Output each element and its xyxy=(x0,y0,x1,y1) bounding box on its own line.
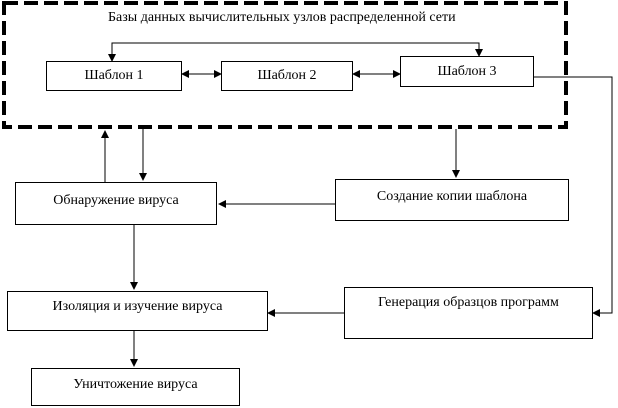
template-3: Шаблон 3 xyxy=(400,56,534,87)
template-1: Шаблон 1 xyxy=(46,61,182,91)
arrow-template3-to-generate xyxy=(534,76,613,317)
template-copy-block: Создание копии шаблона xyxy=(335,179,569,221)
template-2: Шаблон 2 xyxy=(221,61,353,91)
arrow-template1-template3-loop xyxy=(108,42,483,62)
program-generation-block: Генерация образцов программ xyxy=(344,287,593,339)
container-title: Базы данных вычислительных узлов распред… xyxy=(108,10,456,25)
virus-destruction-block: Уничтожение вируса xyxy=(31,368,240,406)
network-db-container xyxy=(2,1,568,129)
virus-isolation-block: Изоляция и изучение вируса xyxy=(7,291,268,331)
virus-detection-block: Обнаружение вируса xyxy=(15,182,217,225)
